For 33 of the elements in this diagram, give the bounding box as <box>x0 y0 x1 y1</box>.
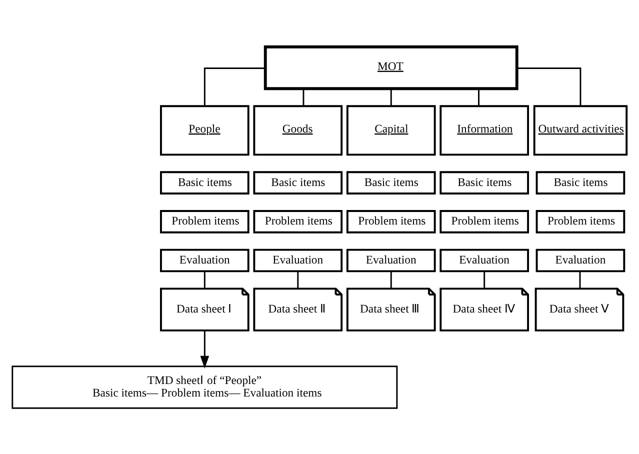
node-box: Evaluation <box>253 248 343 272</box>
node-box: TMD sheetⅠ of “People” Basic items— Problem items— Evaluation items <box>12 365 398 408</box>
arrow <box>200 330 210 368</box>
node-box: Outward activities <box>533 104 628 156</box>
node-box: People <box>160 104 250 156</box>
connector <box>302 88 304 106</box>
node-box: Basic items <box>536 170 626 194</box>
connector <box>390 270 392 288</box>
connector <box>204 67 266 106</box>
node-box: Evaluation <box>160 248 250 272</box>
node-box: Capital <box>346 104 436 156</box>
node-box: Problem items <box>346 210 436 233</box>
node-box: Basic items <box>346 170 436 194</box>
connector <box>484 270 486 288</box>
connector <box>204 270 206 288</box>
node-box: Basic items <box>160 170 250 194</box>
connector <box>579 270 581 288</box>
connector <box>390 88 392 106</box>
node-box: Problem items <box>253 210 343 233</box>
node-box: Basic items <box>440 170 529 194</box>
connector <box>297 270 299 288</box>
node-box: Evaluation <box>346 248 436 272</box>
node-box: Problem items <box>440 210 529 233</box>
node-box: Problem items <box>536 210 626 233</box>
node-box: Basic items <box>253 170 343 194</box>
connector <box>516 67 582 106</box>
node-box: Problem items <box>160 210 250 233</box>
node-box: Evaluation <box>536 248 626 272</box>
node-box: Information <box>440 104 529 156</box>
node-box: Goods <box>253 104 343 156</box>
node-box: MOT <box>264 44 518 90</box>
node-box: Evaluation <box>440 248 529 272</box>
connector <box>478 88 480 106</box>
